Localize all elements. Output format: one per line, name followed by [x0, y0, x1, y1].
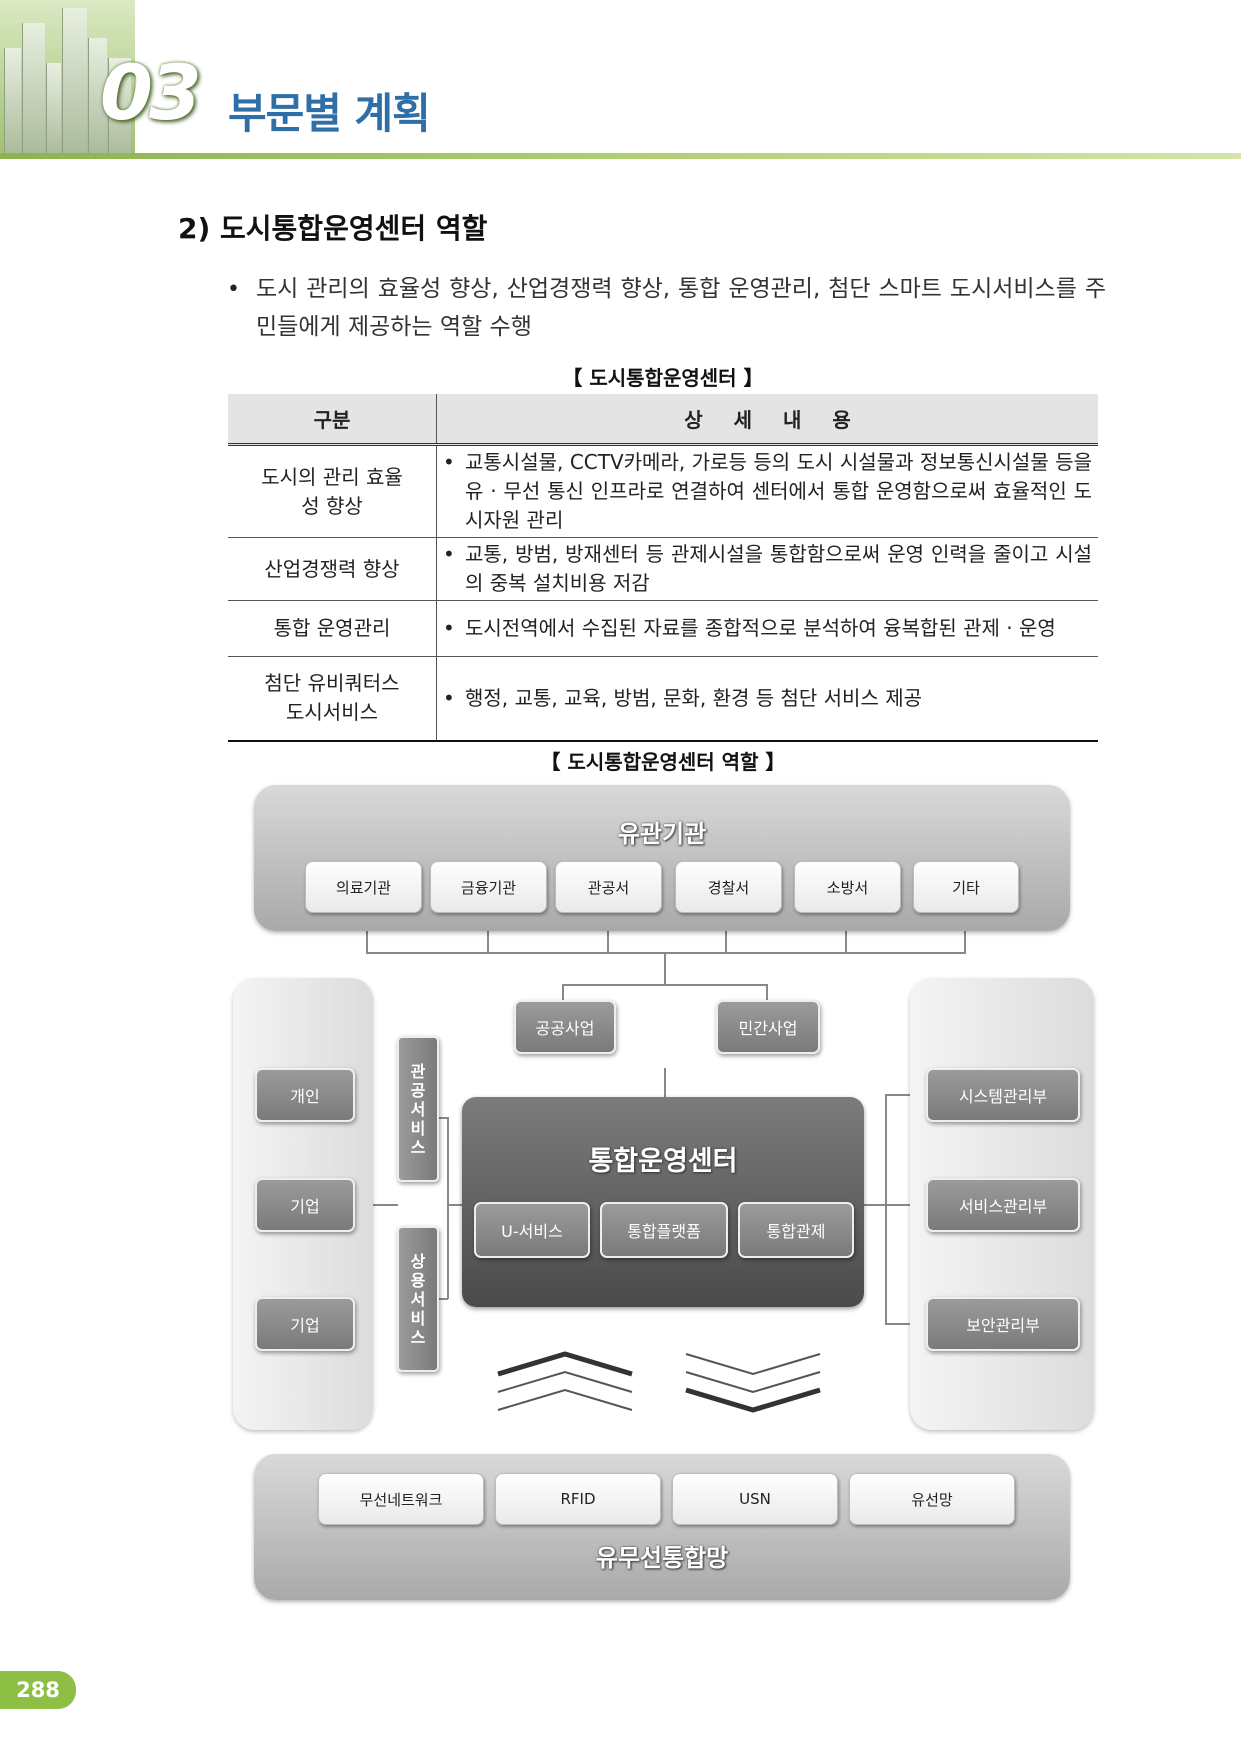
bullet-icon: • [443, 616, 455, 640]
network-title: 유무선통합망 [595, 1544, 729, 1572]
agency-box: 관공서 [555, 861, 662, 913]
header-cityscape-image [0, 0, 135, 158]
connector-line [447, 1117, 449, 1299]
connector-line [885, 1323, 927, 1325]
department-box-service: 서비스관리부 [926, 1178, 1080, 1232]
connector-line [885, 1094, 887, 1324]
connector-line [664, 952, 666, 984]
center-title: 통합운영센터 [588, 1146, 738, 1177]
row-detail: •도시전역에서 수집된 자료를 종합적으로 분석하여 융복합된 관제 · 운영 [436, 600, 1098, 657]
row-category: 도시의 관리 효율성 향상 [228, 444, 437, 538]
center-item-platform: 통합플랫폼 [600, 1202, 728, 1258]
department-box-security: 보안관리부 [926, 1297, 1080, 1351]
intro-paragraph: 도시 관리의 효율성 향상, 산업경쟁력 향상, 통합 운영관리, 첨단 스마트… [256, 276, 1106, 340]
project-box-private: 민간사업 [716, 1000, 820, 1054]
connector-line [436, 1298, 448, 1300]
center-item-control: 통합관제 [738, 1202, 854, 1258]
header-rule [0, 153, 1241, 159]
table-row: 통합 운영관리 •도시전역에서 수집된 자료를 종합적으로 분석하여 융복합된 … [228, 600, 1098, 657]
table-caption: 【 도시통합운영센터 】 [562, 366, 764, 390]
table-row: 산업경쟁력 향상 •교통, 방범, 방재센터 등 관제시설을 통합함으로써 운영… [228, 537, 1098, 601]
connector-line [766, 984, 768, 1004]
row-detail: •행정, 교통, 교육, 방범, 문화, 환경 등 첨단 서비스 제공 [436, 656, 1098, 742]
connector-line [562, 984, 564, 1004]
connector-line [362, 1204, 398, 1206]
row-category: 첨단 유비쿼터스 도시서비스 [228, 656, 437, 742]
agency-box: 의료기관 [305, 861, 422, 913]
connector-line [664, 1068, 666, 1098]
connector-line [436, 1117, 448, 1119]
diagram-caption: 【 도시통합운영센터 역할 】 [540, 750, 786, 774]
connector-line [845, 929, 847, 953]
row-category: 통합 운영관리 [228, 600, 437, 657]
bullet-icon: • [227, 277, 240, 302]
connector-line [964, 929, 966, 953]
network-box: 유선망 [849, 1473, 1015, 1525]
network-box: 무선네트워크 [318, 1473, 484, 1525]
user-box-company: 기업 [255, 1297, 355, 1351]
bullet-icon: • [443, 542, 455, 566]
user-box-individual: 개인 [255, 1068, 355, 1122]
agency-box: 기타 [913, 861, 1019, 913]
agency-box: 금융기관 [430, 861, 547, 913]
agencies-title: 유관기관 [617, 820, 707, 848]
page-number: 288 [0, 1671, 76, 1709]
row-detail: •교통, 방범, 방재센터 등 관제시설을 통합함으로써 운영 인력을 줄이고 … [436, 537, 1098, 601]
agency-box: 소방서 [794, 861, 901, 913]
connector-line [366, 929, 368, 953]
table-row: 도시의 관리 효율성 향상 •교통시설물, CCTV카메라, 가로등 등의 도시… [228, 444, 1098, 538]
connector-line [366, 952, 966, 954]
up-chevron-icon [497, 1351, 633, 1411]
network-box: USN [672, 1473, 838, 1525]
section-title: 2) 도시통합운영센터 역할 [178, 212, 488, 245]
chapter-number: 03 [100, 48, 202, 137]
row-detail: •교통시설물, CCTV카메라, 가로등 등의 도시 시설물과 정보통신시설물 … [436, 444, 1098, 538]
connector-line [607, 929, 609, 953]
header-detail: 상 세 내 용 [436, 394, 1098, 446]
bullet-icon: • [443, 450, 455, 474]
commercial-service-box: 상용서비스 [397, 1226, 439, 1372]
project-box-public: 공공사업 [514, 1000, 616, 1054]
public-service-box: 관공서비스 [397, 1036, 439, 1182]
down-chevron-icon [685, 1353, 821, 1413]
network-box: RFID [495, 1473, 661, 1525]
chapter-title: 부문별 계획 [228, 89, 431, 138]
connector-line [885, 1204, 927, 1206]
connector-line [864, 1204, 886, 1206]
department-box-system: 시스템관리부 [926, 1068, 1080, 1122]
center-item-u-service: U-서비스 [474, 1202, 590, 1258]
table-header-row: 구분 상 세 내 용 [228, 394, 1098, 446]
connector-line [562, 984, 768, 986]
user-box-company: 기업 [255, 1178, 355, 1232]
agency-box: 경찰서 [675, 861, 782, 913]
connector-line [885, 1094, 927, 1096]
connector-line [725, 929, 727, 953]
bullet-icon: • [443, 685, 455, 710]
row-category: 산업경쟁력 향상 [228, 537, 437, 601]
connector-line [447, 1204, 463, 1206]
table-row: 첨단 유비쿼터스 도시서비스 •행정, 교통, 교육, 방범, 문화, 환경 등… [228, 656, 1098, 742]
connector-line [487, 929, 489, 953]
header-category: 구분 [228, 394, 437, 446]
role-table: 구분 상 세 내 용 도시의 관리 효율성 향상 •교통시설물, CCTV카메라… [228, 394, 1098, 742]
